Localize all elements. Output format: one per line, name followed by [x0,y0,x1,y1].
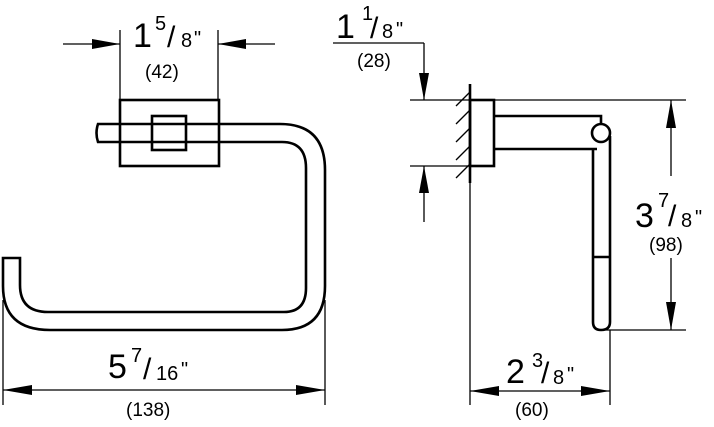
dimension-height: 3 7 / 8 " (98) [494,99,702,331]
dim-mm: (42) [145,62,179,83]
svg-text:/: / [143,353,152,386]
dim-unit: " [567,364,574,386]
dim-denominator: 8 [681,210,692,232]
dim-denominator: 8 [181,30,192,52]
dim-mm: (28) [357,51,391,72]
side-view [455,84,612,332]
dimension-plate-width: 1 5 / 8 " (42) [63,13,275,100]
svg-text:/: / [370,12,379,45]
plate-insert [150,114,188,152]
dim-denominator: 8 [382,21,393,43]
dim-denominator: 16 [156,363,178,385]
dim-mm: (60) [515,400,549,421]
dim-numerator: 3 [532,350,543,372]
dim-unit: " [181,359,188,381]
dim-whole: 3 [635,197,654,235]
towel-ring [1,122,327,332]
dim-unit: " [695,207,702,229]
dim-whole: 1 [133,17,152,55]
svg-text:/: / [541,357,550,390]
dim-whole: 2 [506,353,525,391]
mounting-plate [118,98,221,168]
dim-mm: (98) [649,235,683,256]
dim-unit: " [194,28,201,50]
dim-mm: (138) [126,400,170,421]
dimension-bar-offset: 1 1 / 8 " (28) [333,3,470,222]
dim-whole: 5 [108,348,127,386]
dimension-overall-width: 5 7 / 16 " (138) [2,300,326,421]
dim-unit: " [396,19,403,41]
ring-side [591,136,612,332]
front-view [1,98,327,332]
wall-hatching [455,91,471,179]
dimension-projection: 2 3 / 8 " (60) [469,183,611,421]
arm-side [494,114,603,151]
dim-denominator: 8 [553,367,564,389]
mounting-plate-side [468,98,496,168]
dim-numerator: 5 [155,13,166,35]
svg-text:/: / [668,200,677,233]
svg-text:/: / [167,21,176,54]
dim-numerator: 7 [658,190,669,212]
dim-whole: 1 [336,8,355,46]
dim-numerator: 1 [362,3,373,25]
dim-numerator: 7 [131,345,142,367]
ring-cross-section [590,122,612,144]
